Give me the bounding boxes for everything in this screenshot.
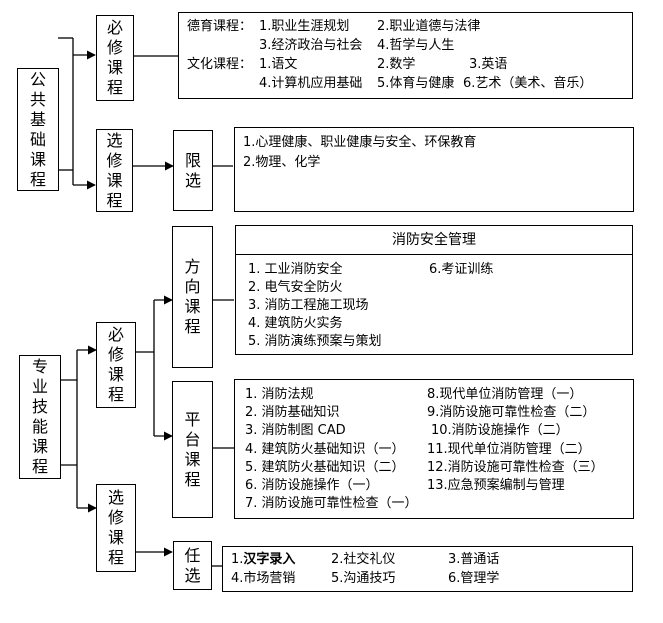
platform-item: 3. 消防制图 CAD [245,423,346,438]
professional-elective-node: 选修课程 [96,484,136,572]
culture-item: 6.艺术（美术、音乐） [463,76,593,91]
public-limited-content: 1.心理健康、职业健康与安全、环保教育 2.物理、化学 [234,127,634,212]
platform-item: 4. 建筑防火基础知识（一） [245,442,405,457]
platform-item: 8.现代单位消防管理（一） [427,387,583,402]
optional-node: 任选 [173,541,212,590]
direction-content: 1. 工业消防安全 2. 电气安全防火 3. 消防工程施工现场 4. 建筑防火实… [235,254,633,355]
optional-item: 2.社交礼仪 [331,552,396,567]
optional-item-number: 1. [231,552,244,567]
professional-root-label: 专业技能课程 [31,357,48,476]
direction-label: 方向课程 [184,257,201,336]
direction-node: 方向课程 [172,226,213,368]
public-required-content: 德育课程： 1.职业生涯规划 2.职业道德与法律 3.经济政治与社会 4.哲学与… [178,12,633,99]
optional-item: 6.管理学 [448,571,500,586]
moral-item: 1.职业生涯规划 [259,19,350,34]
direction-item: 5. 消防演练预案与策划 [248,334,382,349]
public-root-label: 公共基础课程 [29,69,46,189]
culture-item: 4.计算机应用基础 [259,76,363,91]
platform-item: 10.消防设施操作（二） [431,423,569,438]
public-root-node: 公共基础课程 [17,68,59,191]
professional-root-node: 专业技能课程 [19,355,61,479]
optional-content: 1.汉字录入 2.社交礼仪 3.普通话 4.市场营销 5.沟通技巧 6.管理学 [222,546,633,592]
optional-item: 1.汉字录入 [231,552,295,568]
optional-item: 4.市场营销 [231,571,296,586]
limited-item: 2.物理、化学 [243,155,321,170]
culture-item: 1.语文 [259,57,298,72]
moral-label: 德育课程： [187,19,253,34]
direction-item: 6.考证训练 [429,262,494,277]
public-required-label: 必修课程 [106,18,123,97]
public-elective-label: 选修课程 [106,130,123,210]
optional-item: 3.普通话 [448,552,500,567]
public-required-node: 必修课程 [96,15,134,101]
direction-title-box: 消防安全管理 [235,225,633,255]
culture-item: 2.数学 [377,57,416,72]
platform-item: 1. 消防法规 [245,387,314,402]
platform-item: 12.消防设施可靠性检查（三） [427,460,604,475]
public-limited-label: 限选 [184,150,201,190]
direction-item: 2. 电气安全防火 [248,280,343,295]
culture-item: 3.英语 [469,57,508,72]
limited-item: 1.心理健康、职业健康与安全、环保教育 [243,135,477,150]
optional-item: 5.沟通技巧 [331,571,396,586]
moral-item: 3.经济政治与社会 [259,38,363,53]
moral-item: 4.哲学与人生 [377,38,455,53]
platform-label: 平台课程 [184,409,201,489]
platform-item: 7. 消防设施可靠性检查（一） [245,496,418,511]
direction-item: 4. 建筑防火实务 [248,316,343,331]
platform-item: 6. 消防设施操作（一） [245,478,379,493]
direction-title: 消防安全管理 [392,232,476,248]
culture-label: 文化课程： [187,57,253,72]
culture-item: 5.体育与健康 [377,76,455,91]
optional-item-bold: 汉字录入 [243,552,296,567]
optional-label: 任选 [184,545,201,585]
professional-required-label: 必修课程 [107,325,124,404]
professional-required-node: 必修课程 [96,322,136,408]
platform-item: 2. 消防基础知识 [245,405,340,420]
platform-item: 5. 建筑防火基础知识（二） [245,460,405,475]
platform-content: 1. 消防法规 2. 消防基础知识 3. 消防制图 CAD 4. 建筑防火基础知… [234,379,634,519]
platform-item: 11.现代单位消防管理（二） [427,442,591,457]
platform-item: 9.消防设施可靠性检查（二） [427,405,596,420]
platform-item: 13.应急预案编制与管理 [427,478,565,493]
platform-node: 平台课程 [172,381,213,518]
public-elective-node: 选修课程 [96,129,133,212]
professional-elective-label: 选修课程 [107,488,124,567]
public-limited-node: 限选 [173,130,213,211]
moral-item: 2.职业道德与法律 [377,19,481,34]
direction-item: 1. 工业消防安全 [248,262,343,277]
direction-item: 3. 消防工程施工现场 [248,298,369,313]
